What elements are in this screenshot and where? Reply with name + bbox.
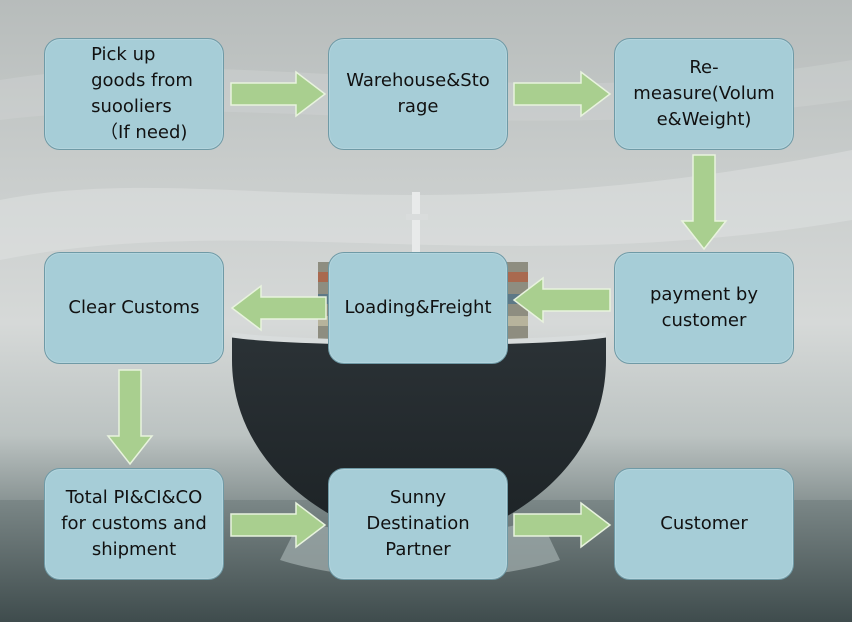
step-pickup: Pick up goods from suooliers （If need) [44,38,224,150]
step-customer: Customer [614,468,794,580]
step-documents: Total PI&CI&CO for customs and shipment [44,468,224,580]
ship-mast [412,192,420,262]
step-remeasure: Re- measure(Volum e&Weight) [614,38,794,150]
step-clear-customs: Clear Customs [44,252,224,364]
step-payment: payment by customer [614,252,794,364]
cloud-streak [0,150,852,260]
step-destination-partner: Sunny Destination Partner [328,468,508,580]
step-warehouse: Warehouse&Sto rage [328,38,508,150]
ship-mast-top [406,214,428,220]
ship-hull [232,335,606,532]
step-loading-freight: Loading&Freight [328,252,508,364]
